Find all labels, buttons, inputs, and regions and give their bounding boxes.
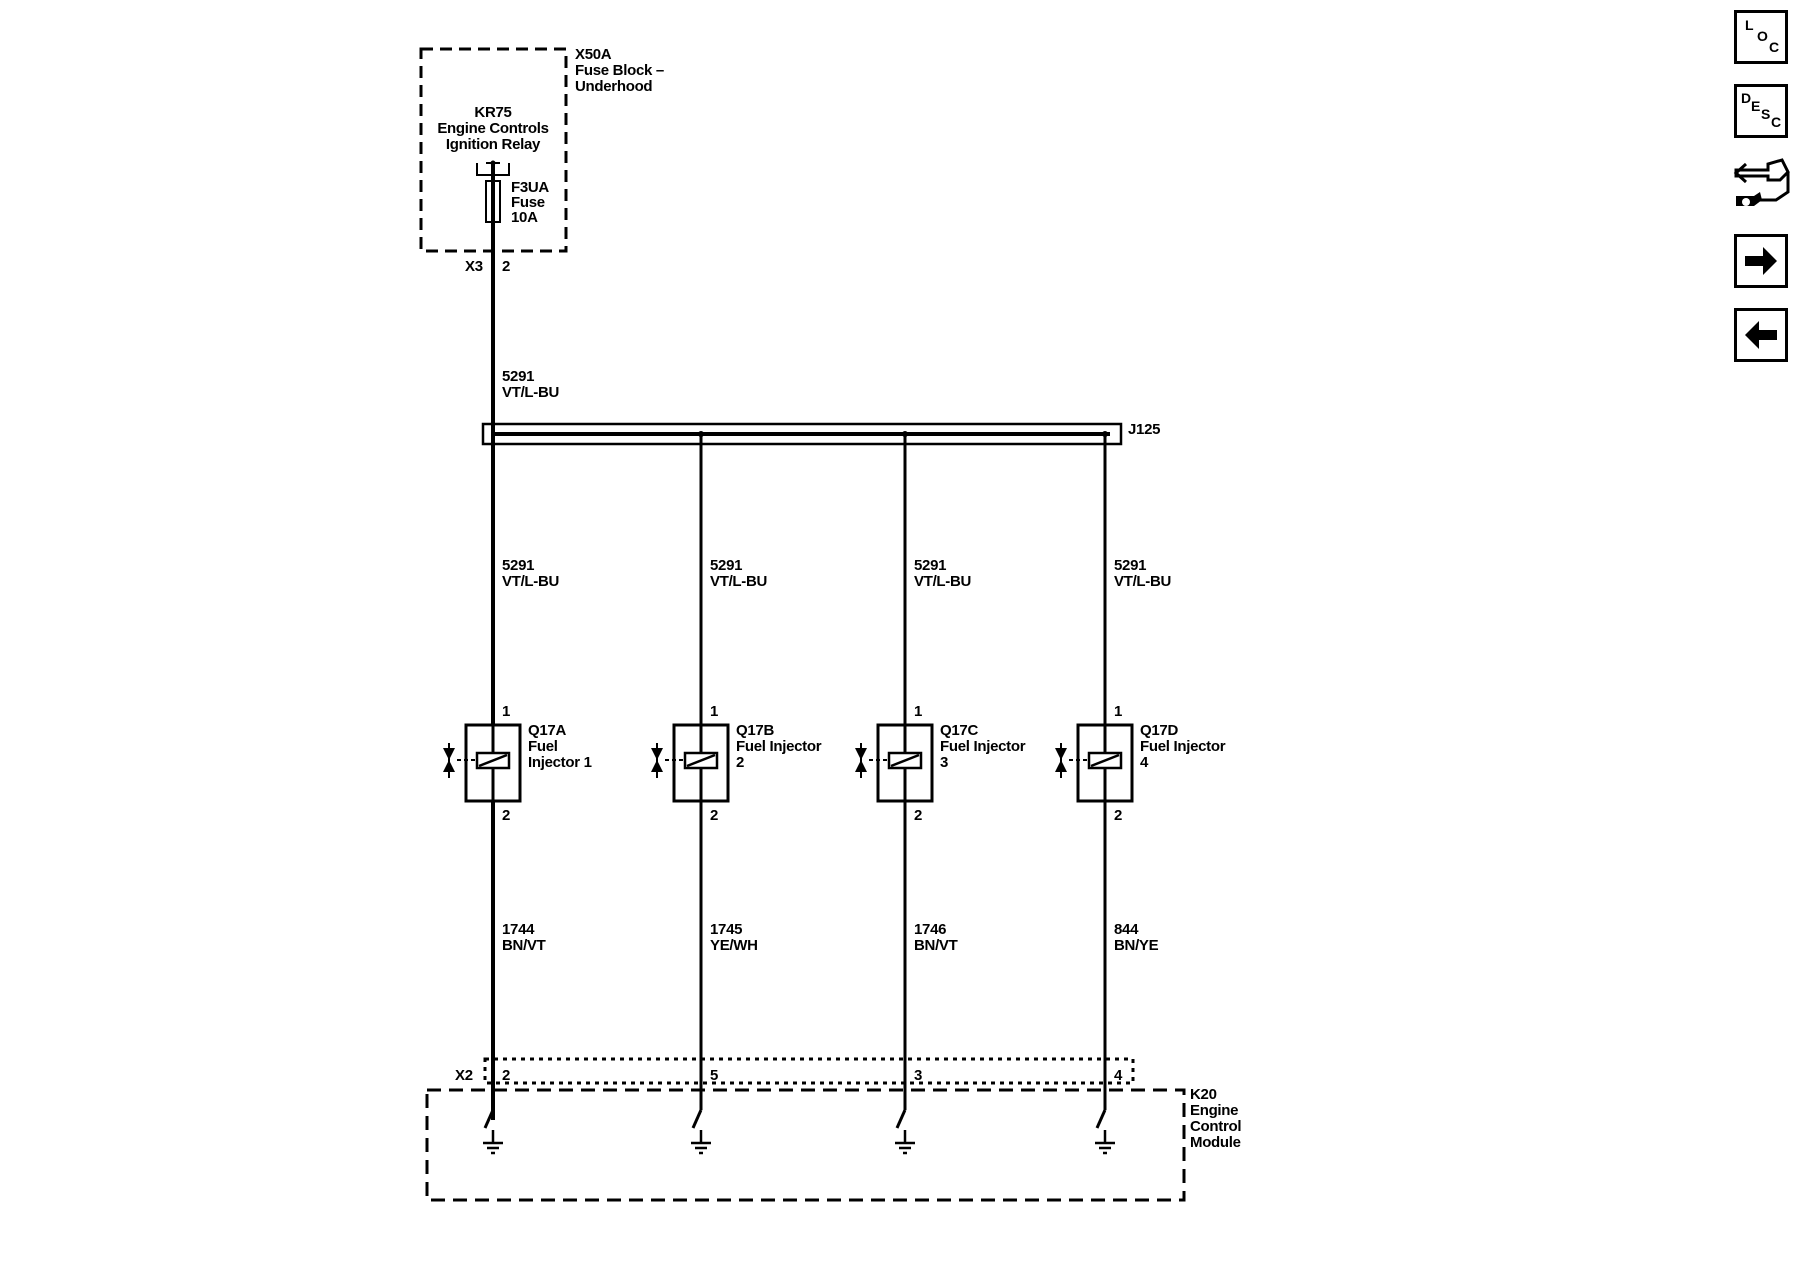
injector-id: Q17A [528,722,566,739]
fuse-block-name-1: Fuse Block – [575,62,664,79]
ecm-switch [1095,1109,1107,1129]
injector-name-1: Fuel Injector [940,738,1026,755]
supply-circuit-label: 5291 [1114,557,1146,574]
ecm-name-2: Control [1190,1118,1241,1135]
ground-icon [483,1141,503,1155]
valve-icon [651,748,663,760]
previous-button[interactable] [1734,308,1788,362]
control-circuit-label: 844 [1114,921,1139,938]
ground-icon [1095,1141,1115,1155]
supply-color-label: VT/L-BU [914,573,971,590]
injector-pin-top: 1 [1114,703,1122,720]
fuse-id: F3UA [511,179,549,196]
splice-id: J125 [1128,421,1160,438]
injector-pin-bottom: 2 [914,807,922,824]
control-circuit-label: 1745 [710,921,742,938]
injector-pin-top: 1 [710,703,718,720]
control-color-label: BN/VT [914,937,958,954]
fuse-block-pin: 2 [502,258,510,275]
control-color-label: BN/YE [1114,937,1159,954]
fuse-label: Fuse [511,194,545,211]
relay-id: KR75 [474,104,511,121]
supply-circuit-label: 5291 [914,557,946,574]
valve-icon [855,748,867,760]
location-icon-c: C [1769,39,1780,55]
ground-icon [691,1141,711,1155]
injector-branch-1 [443,723,522,1155]
control-color-label: BN/VT [502,937,546,954]
injector-name-2: 2 [736,754,744,771]
injector-pin-top: 1 [914,703,922,720]
injector-name-1: Fuel Injector [736,738,822,755]
splice-node [1102,431,1108,437]
injector-name-1: Fuel [528,738,558,755]
fuse-block-connector: X3 [465,258,483,275]
injector-name-1: Fuel Injector [1140,738,1226,755]
splice-node [698,431,704,437]
ecm-pin-label: 3 [914,1067,922,1084]
ecm-pin-label: 2 [502,1067,510,1084]
fuse-block-id: X50A [575,46,612,63]
injector-pin-bottom: 2 [710,807,718,824]
injector-pin-top: 1 [502,703,510,720]
supply-color-label: VT/L-BU [1114,573,1171,590]
supply-color-label: VT/L-BU [710,573,767,590]
ecm-switch [483,1109,495,1129]
ecm-pin-label: 4 [1114,1067,1123,1084]
ecm-connector: X2 [455,1067,473,1084]
injector-name-2: 4 [1140,754,1149,771]
main-wire-circuit: 5291 [502,368,534,385]
main-wire-color: VT/L-BU [502,384,559,401]
connector-tools-icon [1733,158,1790,206]
injector-id: Q17D [1140,722,1178,739]
supply-circuit-label: 5291 [502,557,534,574]
relay-name-1: Engine Controls [437,120,548,137]
supply-circuit-label: 5291 [710,557,742,574]
next-button[interactable] [1734,234,1788,288]
ecm-switch [895,1109,907,1129]
injector-id: Q17C [940,722,978,739]
injector-branch-4 [1055,431,1134,1155]
location-button[interactable]: L O C [1734,10,1788,64]
fuse-block-name-2: Underhood [575,78,652,95]
splice-outline [481,422,1123,446]
ecm-switch [691,1109,703,1129]
ecm-outline [425,1088,1186,1202]
ecm-pin-label: 5 [710,1067,718,1084]
injector-name-2: Injector 1 [528,754,592,771]
injector-pin-bottom: 2 [1114,807,1122,824]
ecm-name-1: Engine [1190,1102,1238,1119]
valve-icon [443,748,455,760]
description-icon-e: E [1751,98,1761,114]
fuse-rating: 10A [511,209,538,226]
description-icon-d: D [1741,90,1752,106]
injector-id: Q17B [736,722,774,739]
supply-color-label: VT/L-BU [502,573,559,590]
ecm-connector-outline [483,1057,1135,1085]
ground-icon [895,1141,915,1155]
valve-icon [1055,748,1067,760]
injector-branch-2 [651,431,730,1155]
location-icon-o: O [1757,28,1768,44]
description-button[interactable]: D E S C [1734,84,1788,138]
splice-node [902,431,908,437]
description-icon-s: S [1761,106,1771,122]
connector-tools-button[interactable] [1732,152,1792,214]
injector-name-2: 3 [940,754,948,771]
description-icon-c: C [1771,114,1782,130]
injector-branch-3 [855,431,934,1155]
injector-pin-bottom: 2 [502,807,510,824]
location-icon-l: L [1745,17,1754,33]
ecm-id: K20 [1190,1086,1217,1103]
ecm-name-3: Module [1190,1134,1241,1151]
arrow-left-icon [1745,321,1777,349]
relay-name-2: Ignition Relay [446,136,541,153]
arrow-right-icon [1745,247,1777,275]
control-circuit-label: 1746 [914,921,946,938]
control-color-label: YE/WH [710,937,758,954]
control-circuit-label: 1744 [502,921,535,938]
